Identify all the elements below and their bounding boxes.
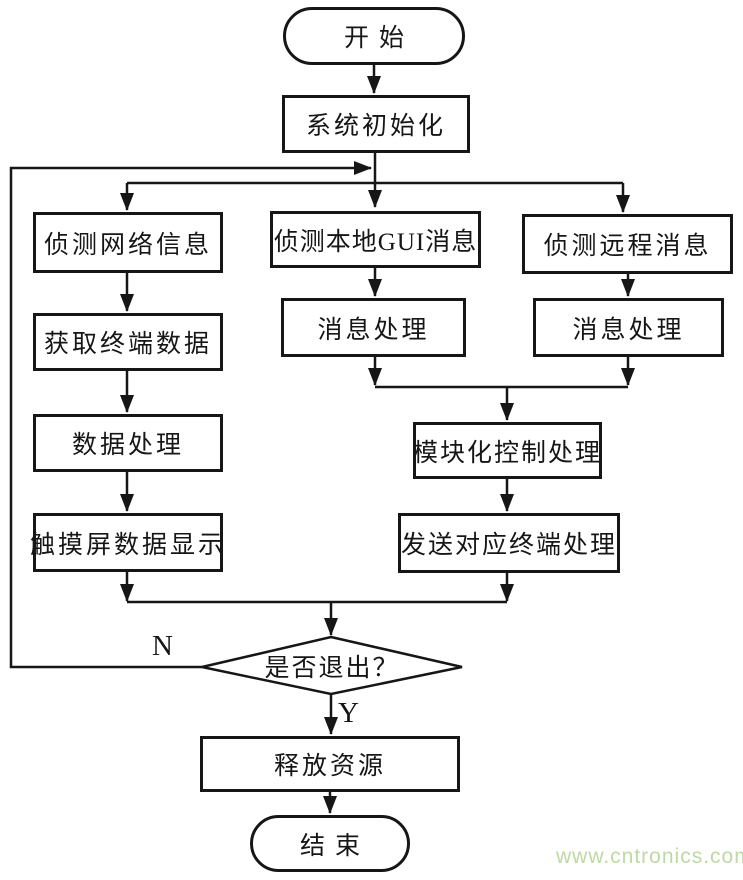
node-message-processing-mid: 消息处理 [281,298,466,357]
decision-diamond [201,635,463,696]
node-start: 开始 [283,7,465,65]
edge-loop-no [9,161,372,669]
node-system-init: 系统初始化 [282,95,470,153]
node-exit-decision: 是否退出？ [264,655,400,682]
label-branch-yes: Y [338,697,359,729]
node-detect-local-gui: 侦测本地GUI消息 [270,211,481,268]
node-detect-network: 侦测网络信息 [33,212,223,273]
node-data-processing: 数据处理 [33,414,223,472]
watermark-text: www.cntronics.com [556,845,743,868]
node-message-processing-right: 消息处理 [533,298,724,357]
node-modular-control: 模块化控制处理 [413,422,602,479]
node-get-terminal-data: 获取终端数据 [33,313,223,371]
node-touchscreen-display: 触摸屏数据显示 [30,513,223,572]
node-release-resources: 释放资源 [200,736,460,792]
node-end: 结束 [250,815,410,872]
node-send-terminal: 发送对应终端处理 [398,513,620,573]
label-branch-no: N [152,630,173,662]
node-detect-remote: 侦测远程消息 [522,214,733,274]
